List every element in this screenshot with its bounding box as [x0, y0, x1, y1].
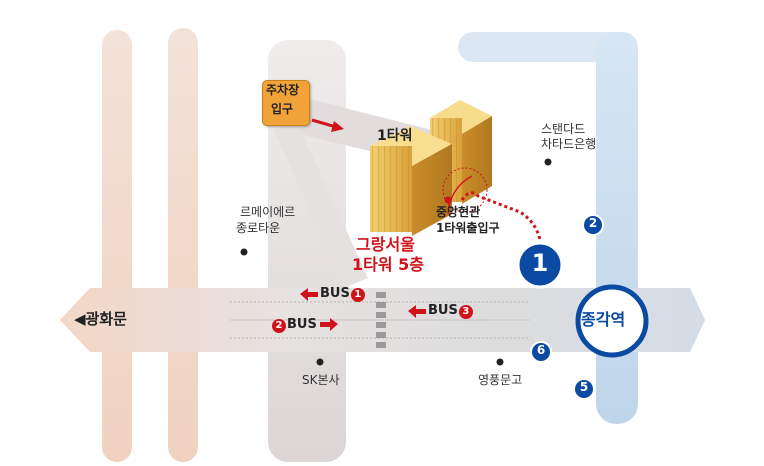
bus1-text: BUS — [320, 286, 350, 301]
crosswalk — [376, 292, 386, 348]
dot-remeier — [240, 248, 248, 256]
bus1-number: 1 — [350, 288, 365, 302]
destination-line2: 1타워 5층 — [352, 255, 424, 274]
exit-1-number: 1 — [531, 249, 549, 277]
dot-standard-bank — [544, 158, 552, 166]
road-branch — [274, 120, 368, 288]
tower1-label: 1타워 — [377, 128, 413, 144]
exit-6-marker — [530, 341, 552, 363]
entrance-line2: 1타워출입구 — [436, 221, 500, 235]
entrance-highlight — [442, 167, 488, 213]
bus3-arrow — [408, 305, 426, 318]
exit-5-marker — [573, 378, 595, 400]
entrance-line1: 중앙현관 — [436, 205, 481, 219]
road-blue-top — [458, 32, 638, 62]
parking-sign: 주차장 입구 — [262, 80, 310, 126]
gwanghwamun-label: ◀광화문 — [74, 310, 127, 328]
dot-sk — [316, 358, 324, 366]
exit-5-number: 5 — [579, 380, 589, 394]
walking-route — [460, 191, 542, 241]
station-ring — [575, 284, 649, 358]
jonggak-station-label: 종각역 — [581, 310, 626, 329]
standard-bank-line1: 스탠다드 — [541, 122, 586, 136]
standard-bank-line2: 차타드은행 — [541, 137, 597, 151]
exit-2-number: 2 — [588, 216, 598, 230]
dot-youngpoong — [496, 358, 504, 366]
road-left-2 — [168, 28, 198, 462]
parking-arrow — [311, 118, 337, 129]
parking-line2: 입구 — [271, 102, 294, 116]
destination-line1: 그랑서울 — [356, 235, 415, 254]
bus1-arrow — [300, 288, 318, 301]
youngpoong-label: 영풍문고 — [478, 373, 523, 387]
bus2-number: 2 — [272, 319, 286, 333]
entrance-pointer — [447, 175, 473, 215]
bus3-number: 3 — [458, 305, 473, 319]
exit-2-marker — [582, 214, 604, 236]
bus2-arrow — [320, 318, 338, 331]
parking-line1: 주차장 — [266, 83, 300, 97]
sk-label: SK본사 — [302, 373, 340, 387]
exit-1-marker — [516, 241, 564, 289]
exit-6-number: 6 — [536, 343, 546, 357]
remeier-line2: 종로타운 — [236, 221, 281, 235]
road-left-1 — [102, 30, 132, 462]
bus3-text: BUS — [428, 303, 458, 318]
remeier-line1: 르메이에르 — [240, 205, 296, 219]
building-tower1 — [370, 126, 452, 236]
bus2-text: BUS — [287, 317, 317, 332]
